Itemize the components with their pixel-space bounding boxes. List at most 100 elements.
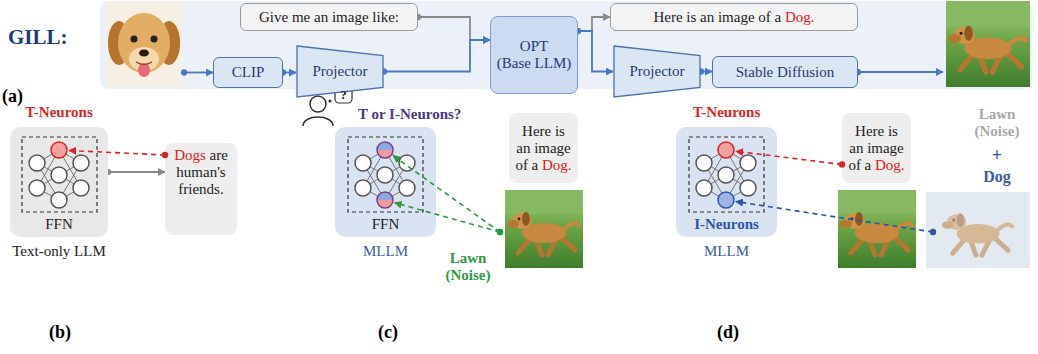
dog-head: [845, 213, 865, 229]
llm-box: FFN: [10, 127, 108, 237]
synapse: [704, 163, 726, 175]
neuron: [29, 155, 45, 171]
mllm-box: FFN: [335, 127, 436, 237]
synapse: [385, 150, 407, 163]
photo-ground: [926, 192, 1030, 268]
mllm-box: I-Neurons: [676, 127, 777, 237]
synapse: [385, 150, 407, 188]
dog-tail: [897, 223, 913, 229]
neuron-label: T-Neurons: [5, 104, 113, 121]
label-holder: Dog: [962, 167, 1032, 186]
dog-eye: [952, 219, 955, 222]
neuron: [718, 142, 734, 158]
dog-leg: [960, 55, 973, 70]
neuron: [51, 167, 67, 183]
dog-leg: [881, 239, 889, 255]
synapse: [363, 188, 385, 200]
connector-arrow: [578, 31, 613, 72]
dog-figure: [507, 212, 580, 255]
dog-eye: [851, 218, 854, 221]
dog-tongue: [138, 63, 150, 77]
synapse: [726, 175, 748, 188]
node-text: (Base LLM): [497, 55, 572, 72]
synapse: [59, 150, 81, 163]
noise-label: Lawn (Noise): [962, 106, 1032, 140]
photo-ground: [106, 1, 182, 87]
ffn-dashed-frame: [22, 137, 97, 212]
dog-leg: [895, 238, 908, 250]
puppy-photo: [106, 1, 182, 87]
neuron: [718, 167, 734, 183]
node-text: OPT: [520, 38, 548, 55]
person-head: [310, 96, 326, 112]
connector-arrow: [701, 71, 712, 73]
image-output-link: [858, 71, 943, 73]
node-text: FFN: [45, 216, 73, 233]
neuron: [29, 180, 45, 196]
label-holder: (b): [40, 322, 80, 342]
dog-eye: [151, 36, 158, 43]
neuron: [399, 155, 415, 171]
model-caption: Text-only LLM: [0, 243, 118, 260]
label-holder: (a): [2, 86, 36, 106]
node-text: I-Neurons: [694, 216, 759, 233]
dog-tail: [997, 224, 1013, 229]
dog-ear: [957, 213, 965, 227]
background-trees: [505, 190, 583, 213]
image-input-link: [184, 72, 213, 74]
synapse: [363, 163, 385, 200]
dog-snout: [948, 34, 961, 43]
panel-letter: (d): [708, 322, 748, 342]
synapse: [59, 188, 81, 200]
synapse: [726, 150, 748, 188]
leader-line: [69, 150, 165, 155]
synapse: [363, 163, 385, 175]
question-label: T or I-Neurons?: [358, 106, 508, 123]
dog-body: [964, 38, 1011, 60]
synapse: [385, 163, 407, 200]
neuron: [718, 192, 734, 208]
plus-sign: +: [962, 145, 1032, 165]
node-text: Here is an image of a Dog.: [847, 123, 906, 174]
synapse: [726, 163, 748, 175]
leader-line: [393, 156, 500, 232]
label-holder: (c): [368, 322, 408, 342]
dog-ear: [522, 212, 530, 226]
leader-dot: [497, 229, 503, 235]
synapse: [726, 150, 748, 163]
neuron: [355, 155, 371, 171]
label-holder: Text-only LLM: [0, 243, 118, 260]
neuron: [377, 167, 393, 183]
node-text: Stable Diffusion: [736, 64, 834, 81]
label-holder: T-Neurons: [5, 104, 113, 121]
dog-body: [855, 223, 899, 243]
connector-arrow: [283, 72, 296, 74]
highlight-word: Dog.: [542, 157, 572, 173]
dog-snout: [942, 221, 954, 229]
dog-leg: [536, 239, 542, 255]
leader-dot: [839, 161, 845, 167]
dog-eye: [960, 32, 963, 35]
label-holder: MLLM: [335, 243, 436, 260]
synapse: [363, 150, 385, 163]
neuron: [696, 180, 712, 196]
synapse: [704, 150, 726, 188]
leader-dot: [162, 152, 168, 158]
dog-eye: [518, 218, 521, 221]
dog-eye: [131, 36, 138, 43]
sentence-box: Dogs are human's friends.: [165, 143, 237, 235]
background-trees: [838, 190, 916, 213]
llm-box: OPT(Base LLM): [490, 16, 578, 94]
dog-leg: [562, 238, 575, 250]
dog-ear: [108, 21, 130, 65]
synapse: [704, 175, 726, 188]
panel-letter: (a): [2, 86, 36, 106]
dog-leg: [992, 55, 1001, 72]
connector-arrow: [108, 171, 165, 173]
dog-body: [957, 224, 1000, 243]
thought-dot: [328, 99, 331, 102]
label-holder: Lawn (Noise): [962, 106, 1032, 140]
synapse: [363, 175, 385, 188]
highlight-word: Dogs: [174, 147, 206, 163]
